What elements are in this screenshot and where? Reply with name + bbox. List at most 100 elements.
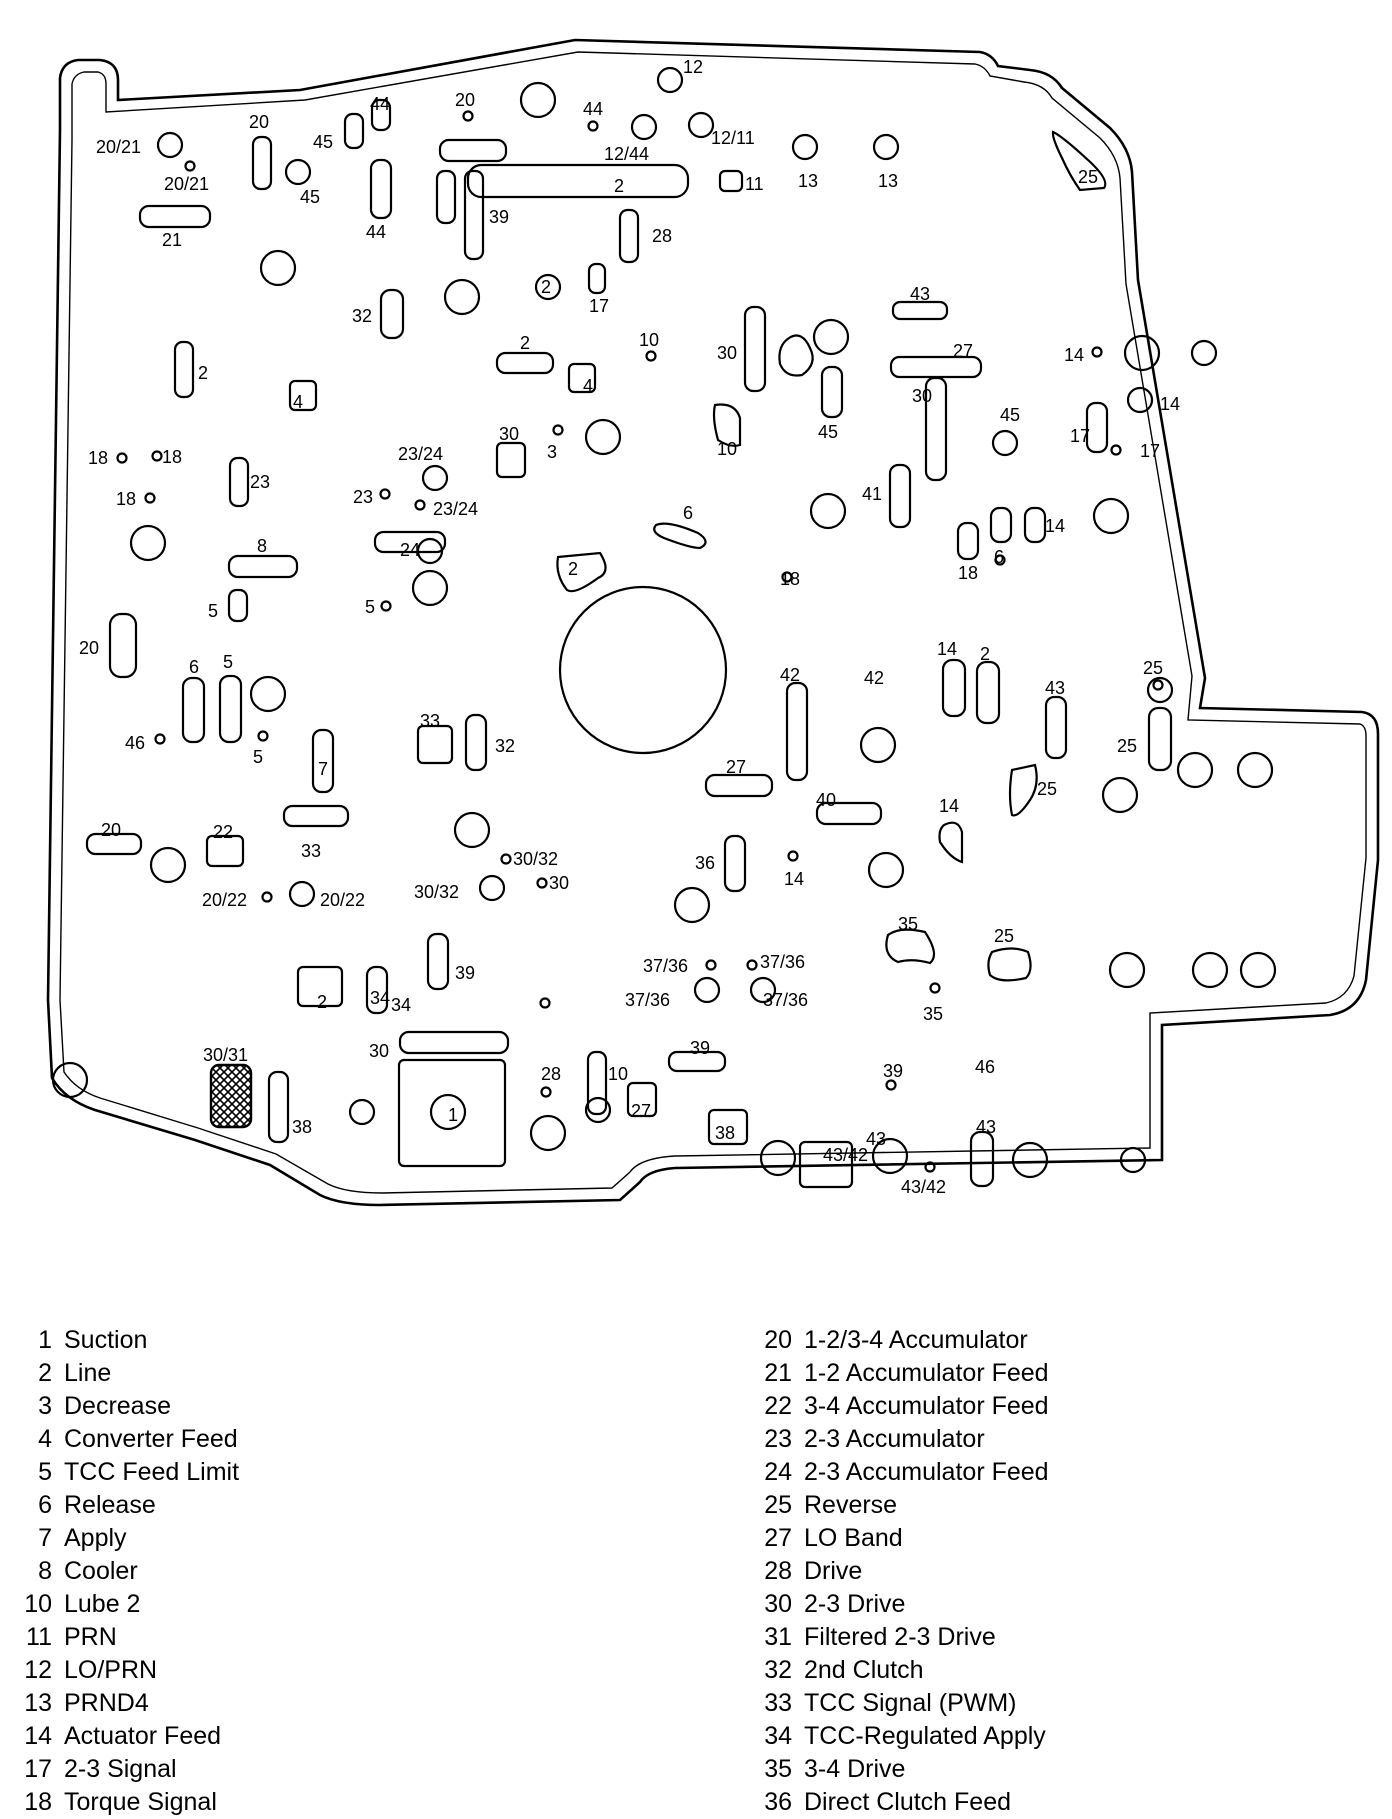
- passage-hole-large: [759, 1139, 797, 1177]
- passage-hole-large: [1011, 1141, 1049, 1179]
- legend-item-label: Filtered 2-3 Drive: [804, 1623, 996, 1651]
- legend-item-label: TCC-Regulated Apply: [804, 1722, 1046, 1750]
- passage-label: 4: [293, 392, 303, 412]
- passage-label: 25: [1037, 779, 1057, 799]
- passage-label: 2: [541, 277, 551, 297]
- passage-label: 27: [953, 341, 973, 361]
- passage-label: 37/36: [643, 956, 688, 976]
- legend-item-number: 4: [38, 1425, 52, 1453]
- plate-outline: [46, 38, 1380, 1207]
- passage-hole-small: [929, 982, 941, 994]
- passage-label: 25: [1117, 736, 1137, 756]
- legend-item-label: 3-4 Drive: [804, 1755, 906, 1783]
- passage-hole-small: [261, 891, 273, 903]
- legend-item-number: 7: [38, 1524, 52, 1552]
- passage-slot: [891, 300, 949, 321]
- center-bore: [558, 585, 728, 755]
- passage-hole: [478, 874, 506, 902]
- passage-label: 38: [292, 1117, 312, 1137]
- passage-label: 27: [631, 1101, 651, 1121]
- legend-item-label: Drive: [804, 1557, 863, 1585]
- passage-slot: [1147, 706, 1173, 772]
- passage-hole-large: [453, 811, 491, 849]
- legend-item-number: 2: [38, 1359, 52, 1387]
- passage-hole: [421, 464, 449, 492]
- passage-slot: [743, 305, 767, 393]
- passage-hole-small: [116, 452, 128, 464]
- passage-slot: [1085, 401, 1109, 454]
- legend-item-number: 18: [24, 1788, 52, 1816]
- passage-label: 2: [980, 644, 990, 664]
- passage-label: 21: [162, 230, 182, 250]
- legend-item-label: Line: [64, 1359, 112, 1387]
- passage-label: 18: [116, 489, 136, 509]
- passage-label: 30: [549, 873, 569, 893]
- passage-hole-small: [540, 1086, 552, 1098]
- passage-hole-small: [154, 733, 166, 745]
- legend-item-number: 32: [764, 1656, 792, 1684]
- passage-shape: [1051, 130, 1107, 192]
- passage-shape: [778, 334, 814, 377]
- legend-item-label: PRND4: [64, 1689, 149, 1717]
- legend-item-label: 2-3 Drive: [804, 1590, 906, 1618]
- passage-hole: [1126, 386, 1154, 414]
- passage-label: 10: [608, 1064, 628, 1084]
- passage-slot: [227, 554, 299, 579]
- passage-label: 40: [816, 790, 836, 810]
- passage-label: 30/32: [513, 849, 558, 869]
- passage-hole-small: [552, 424, 564, 436]
- passage-slot: [251, 135, 273, 191]
- passage-label: 12/44: [604, 144, 649, 164]
- legend-item-number: 34: [764, 1722, 792, 1750]
- passage-label: 20/21: [164, 174, 209, 194]
- legend-item-label: TCC Signal (PWM): [804, 1689, 1017, 1717]
- passage-label: 5: [365, 597, 375, 617]
- passage-slot: [466, 163, 690, 199]
- legend-item-number: 21: [764, 1359, 792, 1387]
- passage-label: 28: [652, 226, 672, 246]
- passage-label: 30: [369, 1041, 389, 1061]
- passage-label: 18: [958, 563, 978, 583]
- passage-label: 45: [300, 187, 320, 207]
- legend-item-number: 17: [24, 1755, 52, 1783]
- passage-label: 28: [541, 1064, 561, 1084]
- passage-port: [495, 441, 527, 479]
- passage-label: 2: [520, 333, 530, 353]
- legend-item-label: Suction: [64, 1326, 148, 1354]
- passage-hole-large: [429, 1093, 467, 1131]
- passage-label: 43/42: [901, 1177, 946, 1197]
- passage-hole-large: [249, 675, 287, 713]
- passage-port: [626, 1081, 658, 1118]
- passage-label: 4: [583, 376, 593, 396]
- passage-slot: [1023, 506, 1047, 544]
- passage-hole: [534, 273, 562, 301]
- passage-shape: [885, 928, 936, 965]
- passage-port: [397, 1058, 507, 1168]
- passage-cutouts: [51, 66, 1277, 1189]
- legend-item-label: 2-3 Signal: [64, 1755, 177, 1783]
- passage-slot: [343, 112, 365, 150]
- passage-port: [707, 1108, 749, 1146]
- passage-label: 20: [249, 112, 269, 132]
- passage-label: 5: [208, 601, 218, 621]
- passage-label: 6: [683, 503, 693, 523]
- passage-label: 20/21: [96, 137, 141, 157]
- passage-slot: [282, 804, 350, 828]
- passage-shape: [1008, 763, 1038, 817]
- passage-slot: [181, 676, 206, 744]
- passage-shape: [556, 551, 607, 593]
- passage-shape: [653, 522, 707, 550]
- passage-slot: [888, 463, 912, 529]
- passage-label: 5: [223, 652, 233, 672]
- passage-label: 27: [726, 757, 746, 777]
- legend-item-label: Apply: [64, 1524, 127, 1552]
